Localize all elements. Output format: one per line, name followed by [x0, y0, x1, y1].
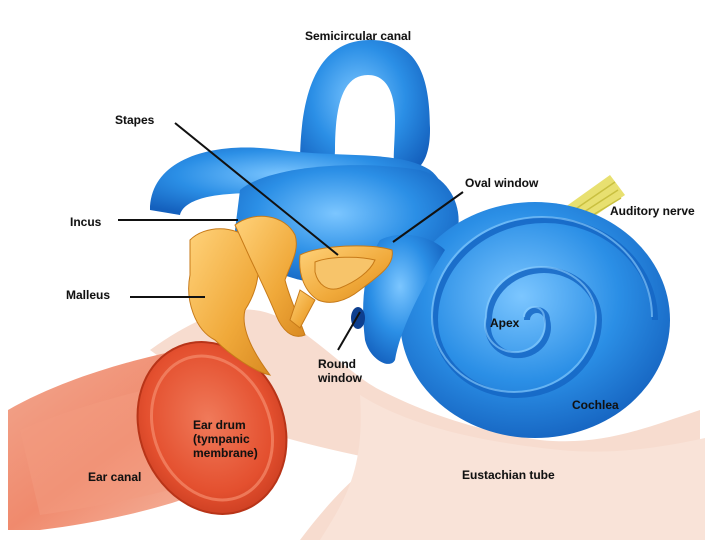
ear-drum-shape	[136, 341, 288, 515]
label-eustachian-tube: Eustachian tube	[462, 468, 555, 482]
label-malleus: Malleus	[66, 288, 111, 302]
label-ear-drum-line2: (tympanic	[193, 432, 250, 446]
label-stapes: Stapes	[115, 113, 155, 127]
round-window-leader	[337, 311, 361, 351]
eustachian-tube-shape	[320, 395, 705, 540]
cochlea-shape	[400, 202, 670, 438]
label-semicircular-canal: Semicircular canal	[305, 29, 412, 43]
label-round-window: Round window	[318, 357, 362, 385]
stapes-leader	[174, 122, 339, 256]
label-ear-drum-line1: Ear drum	[193, 418, 246, 432]
leader-lines	[118, 122, 464, 351]
label-cochlea: Cochlea	[572, 398, 619, 412]
label-incus: Incus	[70, 215, 102, 229]
label-auditory-nerve: Auditory nerve	[610, 204, 695, 218]
label-ear-drum-line3: membrane)	[193, 446, 258, 460]
label-ear-canal: Ear canal	[88, 470, 142, 484]
stapes-shape	[289, 245, 393, 329]
ear-drum-rim	[149, 354, 275, 502]
label-round-window-line2: window	[318, 371, 362, 385]
label-oval-window: Oval window	[465, 176, 539, 190]
round-window-shape	[351, 307, 365, 329]
label-apex: Apex	[490, 316, 520, 330]
label-ear-drum: Ear drum (tympanic membrane)	[193, 418, 258, 460]
semicircular-canal-shape	[300, 40, 430, 185]
label-round-window-line1: Round	[318, 357, 356, 371]
oval-window-leader	[392, 191, 464, 243]
